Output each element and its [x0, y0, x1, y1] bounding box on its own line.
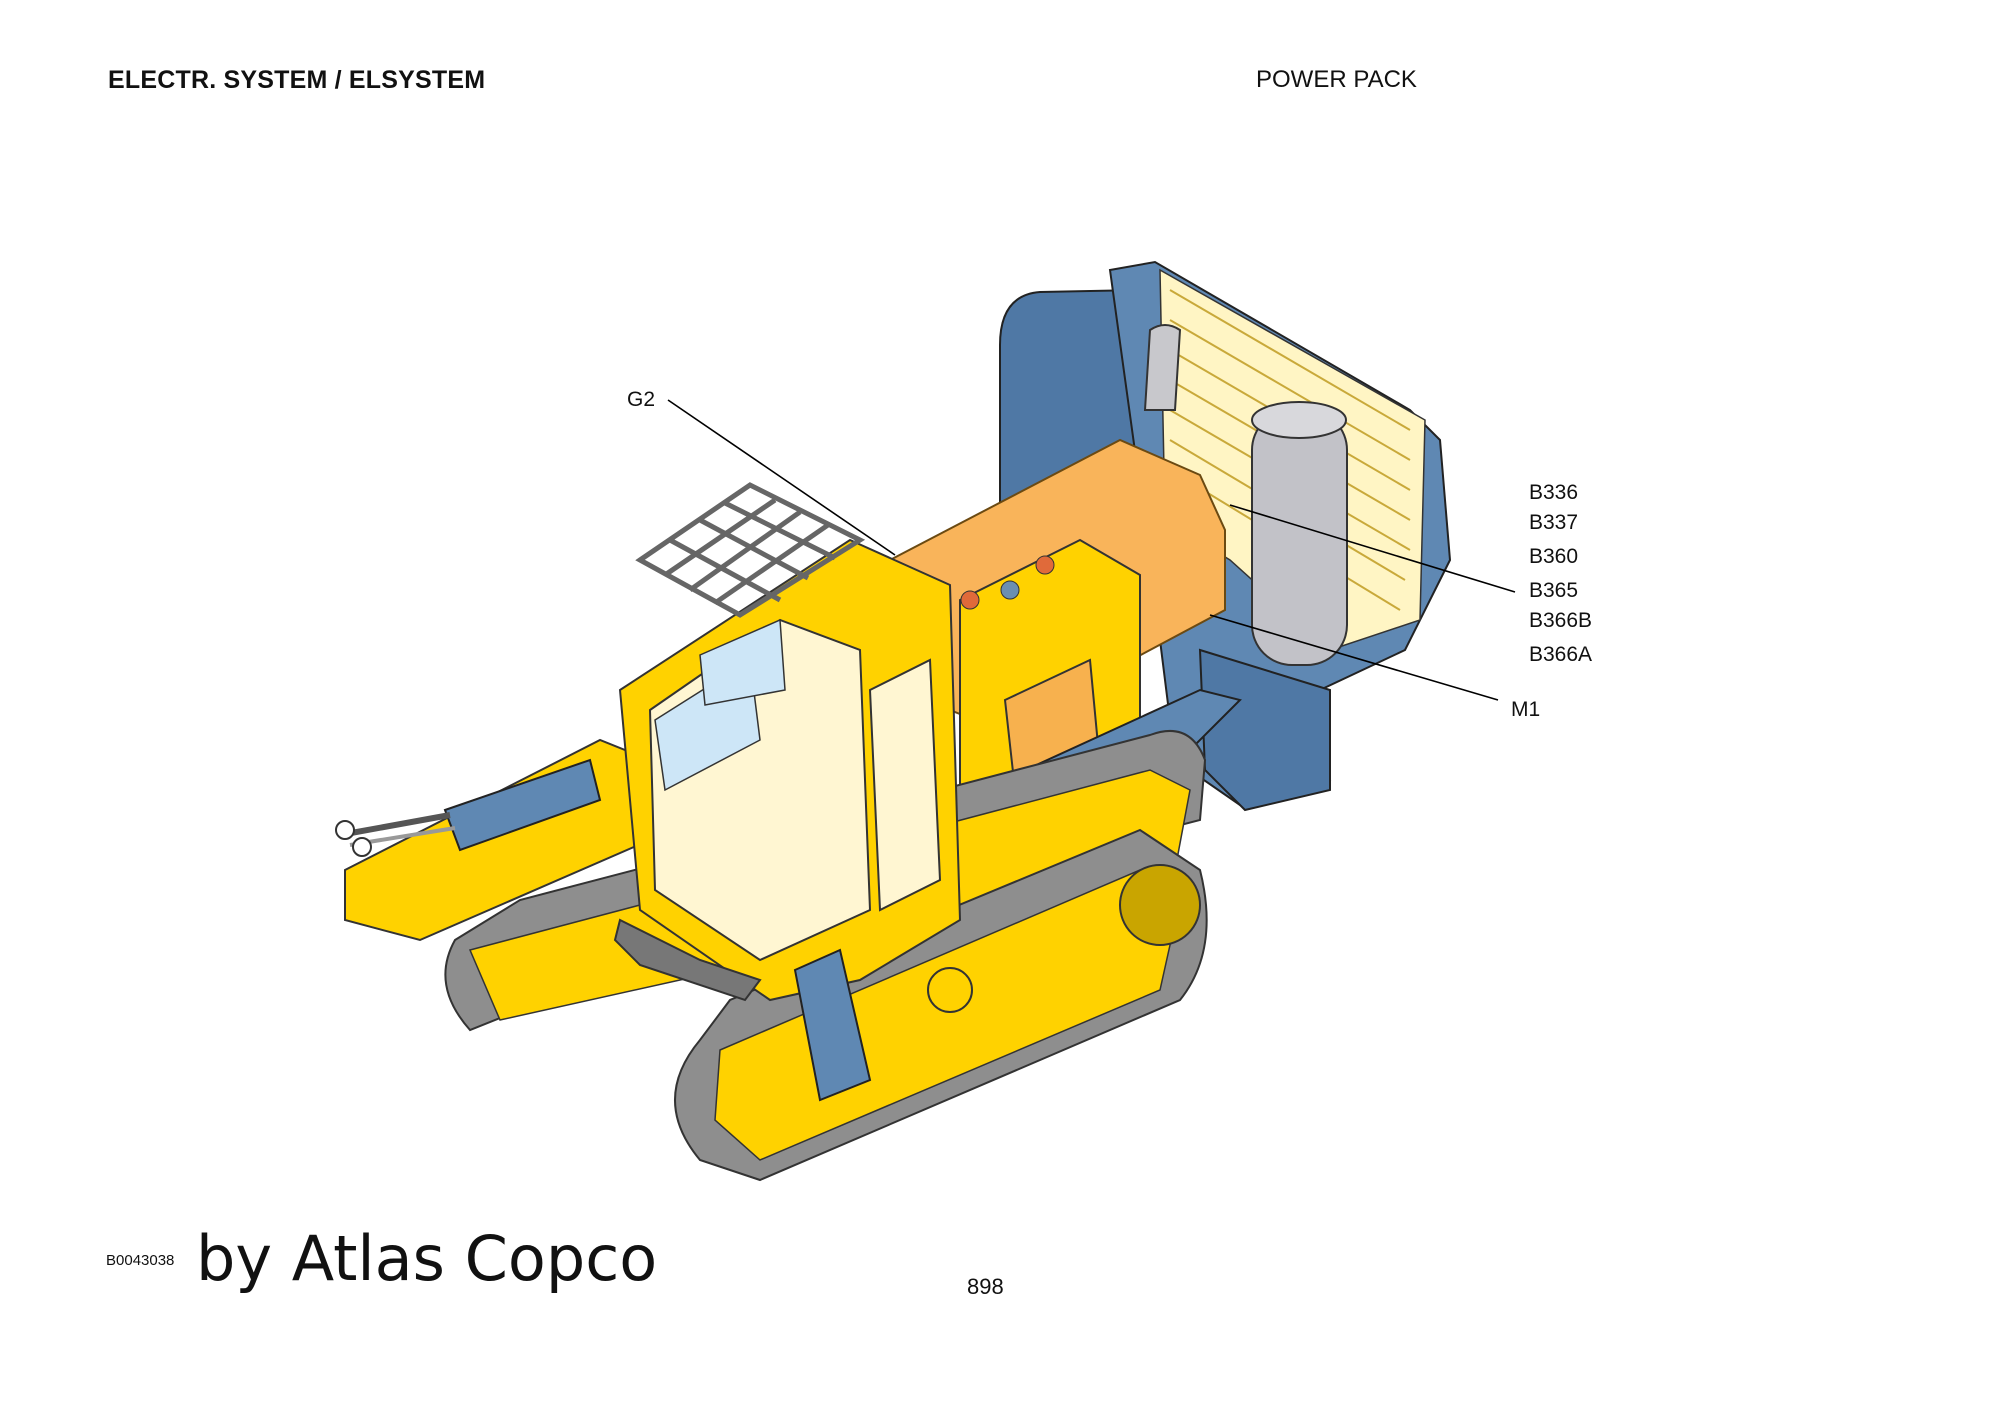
callout-b366b: B366B	[1529, 609, 1593, 632]
callout-b360: B360	[1529, 545, 1579, 568]
boom	[335, 738, 651, 942]
section-title: ELECTR. SYSTEM / ELSYSTEM	[108, 66, 486, 94]
subsection-title: POWER PACK	[1256, 66, 1417, 93]
callout-g2: G2	[627, 388, 656, 411]
document-number: B0043038	[106, 1252, 175, 1269]
callout-m1: M1	[1511, 698, 1541, 721]
grey-tank	[1251, 401, 1348, 666]
callout-b365: B365	[1529, 579, 1579, 602]
operator-cab	[613, 538, 962, 1102]
leader-lines	[667, 399, 1516, 701]
radiator-fins	[1169, 289, 1411, 611]
exhaust-pipe	[1143, 324, 1182, 411]
brand-text: by Atlas Copco	[196, 1222, 658, 1295]
callout-b366a: B366A	[1529, 643, 1593, 666]
callout-b336: B336	[1529, 481, 1579, 504]
callout-b337: B337	[1529, 511, 1579, 534]
page-number: 898	[967, 1274, 1004, 1299]
roof-guard	[635, 482, 866, 618]
